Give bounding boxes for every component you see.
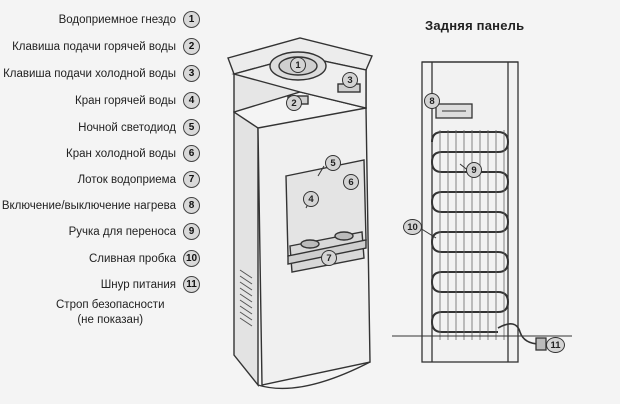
pin-1: 1 (290, 57, 306, 73)
legend-item-2: Клавиша подачи горячей воды 2 (12, 38, 200, 55)
pin-11: 11 (546, 337, 565, 353)
legend-label: Кран холодной воды (66, 147, 176, 160)
number-badge: 3 (183, 65, 200, 82)
pin-6: 6 (343, 174, 359, 190)
number-badge: 2 (183, 38, 200, 55)
legend-label: Ночной светодиод (78, 121, 176, 134)
legend-item-11: Шнур питания 11 (101, 276, 200, 293)
legend-item-3: Клавиша подачи холодной воды 3 (3, 65, 200, 82)
pin-5: 5 (325, 155, 341, 171)
legend-label: Клавиша подачи холодной воды (3, 67, 176, 80)
legend-item-8: Включение/выключение нагрева 8 (2, 197, 200, 214)
legend-label: Клавиша подачи горячей воды (12, 40, 176, 53)
number-badge: 9 (183, 223, 200, 240)
pin-4: 4 (303, 191, 319, 207)
note-line-2: (не показан) (77, 314, 144, 326)
legend-item-9: Ручка для переноса 9 (69, 223, 200, 240)
safety-strap-note: Строп безопасности (не показан) (56, 298, 165, 328)
legend-item-4: Кран горячей воды 4 (75, 92, 200, 109)
legend-label: Лоток водоприема (77, 173, 176, 186)
legend-list: Водоприемное гнездо 1 Клавиша подачи гор… (0, 0, 200, 404)
legend-item-6: Кран холодной воды 6 (66, 145, 200, 162)
pin-2: 2 (286, 95, 302, 111)
legend-label: Шнур питания (100, 278, 176, 291)
number-badge: 10 (183, 250, 200, 267)
number-badge: 6 (183, 145, 200, 162)
number-badge: 11 (183, 276, 200, 293)
pin-10: 10 (403, 219, 422, 235)
legend-label: Водоприемное гнездо (58, 13, 176, 26)
pin-9: 9 (466, 162, 482, 178)
note-line-1: Строп безопасности (56, 299, 165, 311)
legend-item-5: Ночной светодиод 5 (78, 119, 200, 136)
number-badge: 4 (183, 92, 200, 109)
front-view (227, 37, 373, 390)
pin-7: 7 (321, 250, 337, 266)
legend-label: Ручка для переноса (68, 225, 176, 238)
rear-view (392, 61, 572, 363)
legend-item-7: Лоток водоприема 7 (78, 171, 200, 188)
legend-item-10: Сливная пробка 10 (89, 250, 200, 267)
legend-label: Сливная пробка (88, 252, 176, 265)
legend-item-1: Водоприемное гнездо 1 (59, 11, 200, 28)
number-badge: 1 (183, 11, 200, 28)
pin-8: 8 (424, 93, 440, 109)
number-badge: 7 (183, 171, 200, 188)
number-badge: 5 (183, 119, 200, 136)
legend-label: Включение/выключение нагрева (1, 199, 176, 212)
number-badge: 8 (183, 197, 200, 214)
legend-label: Кран горячей воды (75, 94, 176, 107)
rear-panel-title: Задняя панель (425, 18, 525, 33)
pin-3: 3 (342, 72, 358, 88)
